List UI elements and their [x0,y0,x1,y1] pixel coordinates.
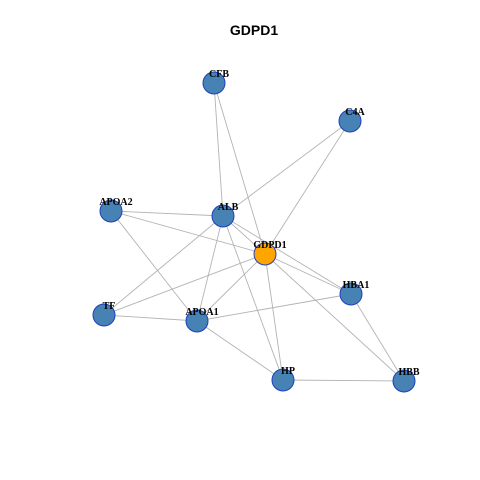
edge-apoa1-hp [196,320,284,381]
edge-apoa1-hba1 [196,293,352,322]
node-hbb[interactable] [392,369,416,393]
node-cfb[interactable] [202,71,226,95]
node-label-hbb: HBB [398,367,419,378]
node-label-c4a: C4A [345,107,365,118]
node-apoa1[interactable] [185,309,209,333]
node-hp[interactable] [271,368,295,392]
node-label-apoa1: APOA1 [185,307,218,318]
edge-apoa2-apoa1 [110,210,198,322]
edge-layer [103,82,405,382]
node-gdpd1[interactable] [253,242,277,266]
node-c4a[interactable] [338,109,362,133]
edge-cfb-gdpd1 [213,82,266,255]
graph-title: GDPD1 [230,22,278,38]
edge-c4a-gdpd1 [264,120,351,255]
edge-c4a-alb [222,120,351,217]
node-hba1[interactable] [339,282,363,306]
edge-tf-apoa1 [103,314,198,322]
node-label-alb: ALB [218,202,239,213]
node-label-tf: TF [103,301,116,312]
edge-alb-apoa1 [196,215,224,322]
edge-alb-hba1 [222,215,352,295]
node-label-cfb: CFB [209,69,229,80]
node-alb[interactable] [211,204,235,228]
edge-apoa2-alb [110,210,224,217]
node-layer [92,71,416,393]
node-tf[interactable] [92,303,116,327]
node-apoa2[interactable] [99,199,123,223]
edge-hba1-hbb [350,293,405,382]
edge-alb-tf [103,215,224,316]
edge-gdpd1-hbb [264,253,405,382]
edge-gdpd1-apoa1 [196,253,266,322]
edge-gdpd1-tf [103,253,266,316]
node-label-gdpd1: GDPD1 [253,240,286,251]
edge-gdpd1-hba1 [264,253,352,295]
edge-gdpd1-hp [264,253,284,381]
edge-apoa2-gdpd1 [110,210,266,255]
node-label-apoa2: APOA2 [99,197,132,208]
node-label-hba1: HBA1 [343,280,370,291]
edge-hp-hbb [282,379,405,382]
node-label-hp: HP [281,366,295,377]
edge-cfb-alb [213,82,224,217]
edge-alb-hp [222,215,284,381]
